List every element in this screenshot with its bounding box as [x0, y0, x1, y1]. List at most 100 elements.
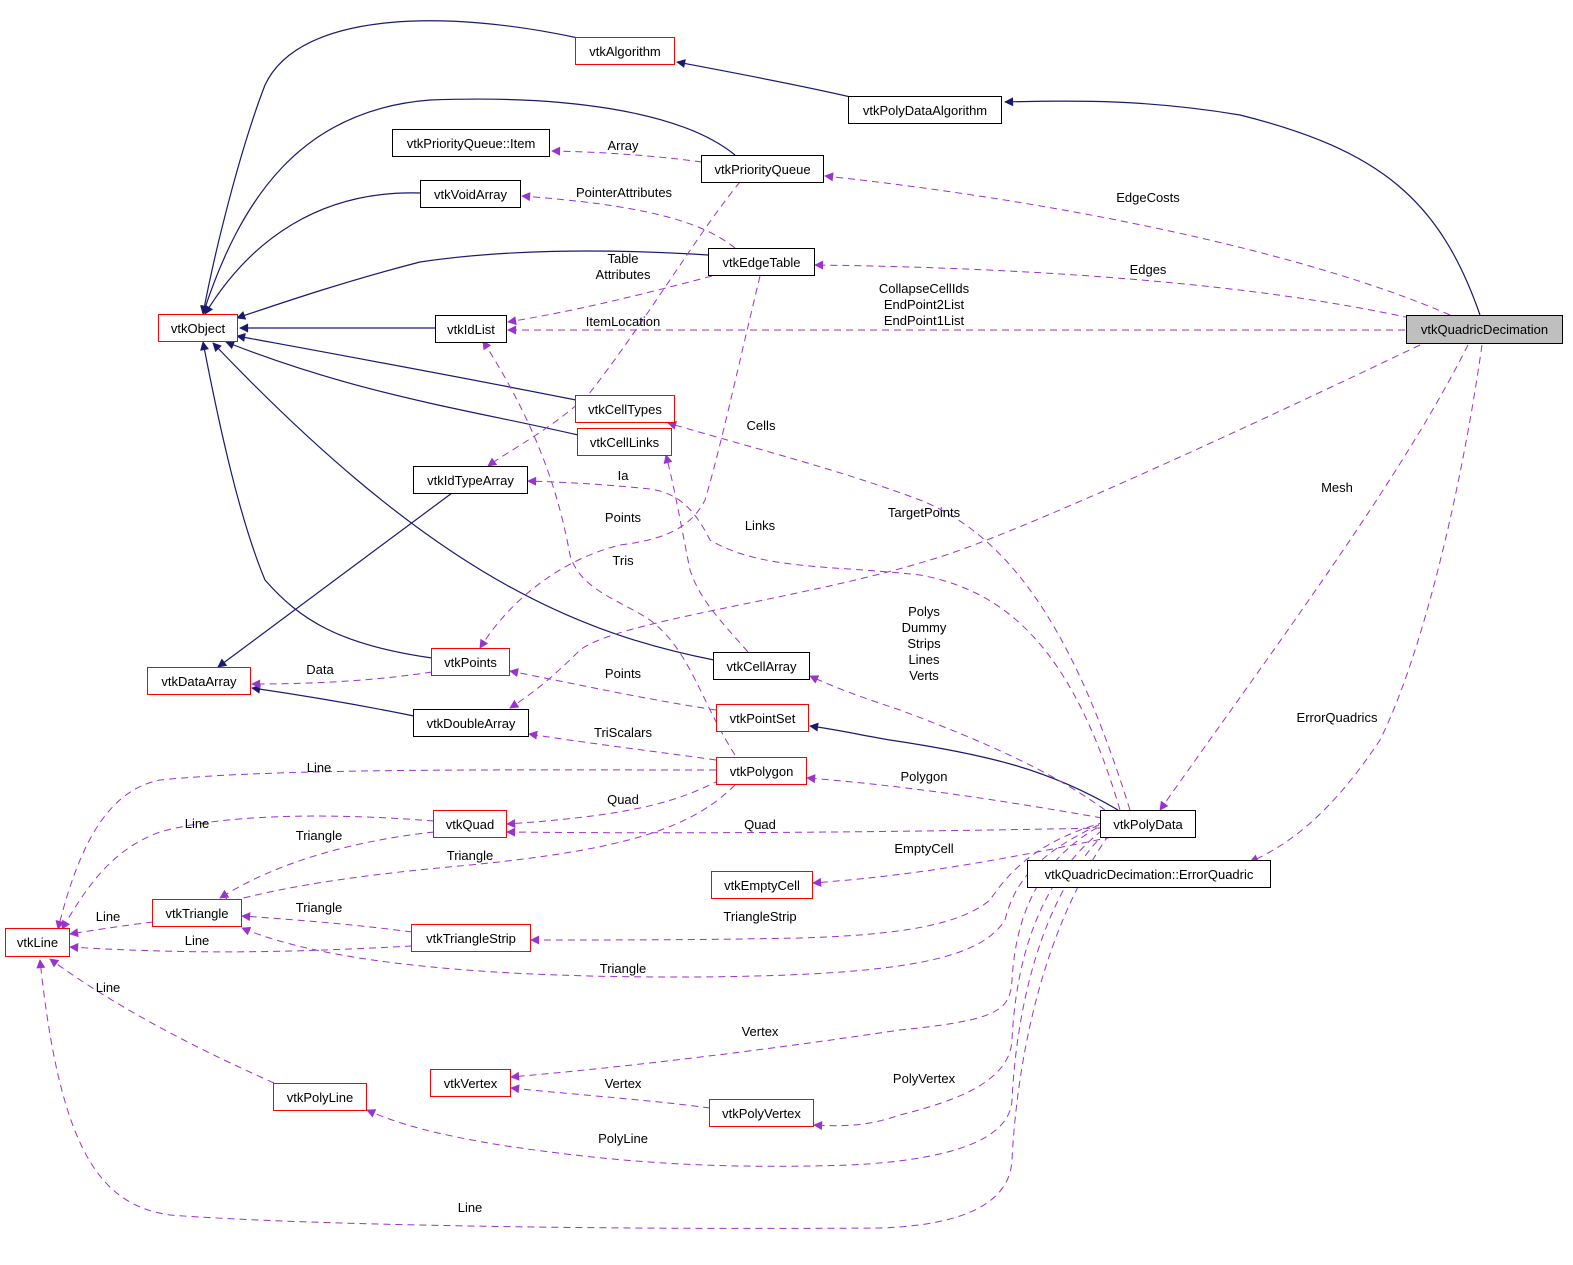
- node-label: vtkLine: [16, 935, 59, 950]
- edge-edge-to-void: [521, 192, 736, 249]
- node-vtk-triangle[interactable]: vtkTriangle: [152, 899, 242, 927]
- edge-label-triangle-2: Triangle: [446, 848, 494, 863]
- edge-cellarr-to-obj: [212, 342, 715, 661]
- node-label: vtkPolyVertex: [722, 1105, 801, 1121]
- node-label: vtkObject: [170, 320, 226, 336]
- edge-polydata-to-line: [36, 824, 1117, 1229]
- edge-polydata-to-empty: [812, 836, 1113, 887]
- node-vtk-priority-queue-item[interactable]: vtkPriorityQueue::Item: [392, 129, 550, 157]
- edge-tri-to-line: [69, 921, 154, 938]
- node-vtk-poly-vertex[interactable]: vtkPolyVertex: [709, 1099, 814, 1127]
- node-label: vtkPointSet: [729, 710, 796, 726]
- node-label: vtkAlgorithm: [589, 43, 661, 59]
- edge-tristrip-to-tri: [241, 912, 413, 933]
- edge-pq-to-obj: [201, 98, 736, 315]
- node-vtk-algorithm[interactable]: vtkAlgorithm: [575, 37, 675, 65]
- edge-edge-to-obj: [236, 250, 709, 320]
- edge-label-ia: Ia: [617, 468, 629, 483]
- node-vtk-void-array[interactable]: vtkVoidArray: [420, 180, 521, 208]
- node-vtk-poly-line[interactable]: vtkPolyLine: [273, 1083, 367, 1111]
- edge-polydata-to-vertex: [510, 821, 1109, 1081]
- edge-polydata-to-polyline: [366, 823, 1115, 1167]
- edge-pointset-to-points: [509, 668, 717, 711]
- edge-quad-to-tri: [219, 831, 435, 899]
- node-label: vtkVoidArray: [434, 186, 507, 202]
- edge-label-target-points: TargetPoints: [887, 505, 961, 520]
- edge-celllinks-to-obj: [225, 340, 579, 436]
- edge-label-line-top: Line: [306, 760, 332, 775]
- usage-edges: [36, 146, 1483, 1229]
- edge-label-quad-2: Quad: [744, 817, 776, 832]
- edge-qd-to-pda: [1004, 97, 1481, 316]
- node-label: vtkPolyData: [1113, 816, 1183, 832]
- edge-label-array: Array: [607, 138, 639, 153]
- edge-label-polygon: Polygon: [900, 769, 948, 784]
- edge-label-empty-cell: EmptyCell: [894, 841, 954, 856]
- node-label: vtkIdTypeArray: [427, 472, 514, 488]
- edge-polydata-to-tristrip: [530, 821, 1106, 945]
- node-label: vtkPriorityQueue: [714, 161, 811, 177]
- node-vtk-line[interactable]: vtkLine: [5, 928, 70, 957]
- edge-polygon-to-idlist: [482, 340, 736, 756]
- node-vtk-poly-data-algorithm[interactable]: vtkPolyDataAlgorithm: [848, 96, 1002, 124]
- edge-label-poly-line: PolyLine: [598, 1131, 648, 1146]
- edge-pq-to-pqitem: [551, 146, 703, 163]
- node-vtk-quad[interactable]: vtkQuad: [433, 810, 507, 838]
- edge-polydata-to-polyvertex: [813, 822, 1113, 1130]
- node-label: vtkDataArray: [161, 673, 237, 689]
- node-vtk-object[interactable]: vtkObject: [158, 314, 238, 342]
- edge-label-vertex-2: Vertex: [604, 1076, 642, 1091]
- node-vtk-cell-links[interactable]: vtkCellLinks: [577, 428, 672, 456]
- edge-label-poly-vertex: PolyVertex: [892, 1071, 956, 1086]
- node-vtk-poly-data[interactable]: vtkPolyData: [1100, 810, 1196, 838]
- node-vtk-points[interactable]: vtkPoints: [431, 648, 510, 676]
- edge-polydata-to-quad: [506, 827, 1103, 837]
- node-vtk-id-type-array[interactable]: vtkIdTypeArray: [413, 466, 528, 494]
- edge-label-tri-scalars: TriScalars: [593, 725, 653, 740]
- node-vtk-data-array[interactable]: vtkDataArray: [147, 667, 251, 695]
- node-vtk-edge-table[interactable]: vtkEdgeTable: [708, 248, 815, 276]
- edge-pda-to-algo: [676, 59, 856, 99]
- edge-polyline-to-line: [49, 958, 275, 1084]
- node-label: vtkQuad: [445, 816, 495, 832]
- edge-qd-to-pq: [824, 172, 1451, 316]
- edge-polygon-to-tri: [219, 784, 736, 907]
- edge-label-line-4: Line: [184, 933, 210, 948]
- edge-label-line-2: Line: [184, 816, 210, 831]
- edge-polygon-to-double: [528, 730, 717, 761]
- edge-label-triangle-strip: TriangleStrip: [723, 909, 797, 924]
- node-label: vtkIdList: [447, 321, 495, 337]
- node-vtk-cell-array[interactable]: vtkCellArray: [713, 652, 810, 680]
- edge-label-points-2: Points: [604, 666, 642, 681]
- node-label: vtkPolyLine: [286, 1089, 354, 1105]
- node-vtk-priority-queue[interactable]: vtkPriorityQueue: [701, 155, 824, 183]
- edge-label-line-3: Line: [95, 909, 121, 924]
- node-vtk-id-list[interactable]: vtkIdList: [435, 315, 507, 343]
- inheritance-edges: [200, 20, 1481, 811]
- node-vtk-point-set[interactable]: vtkPointSet: [716, 704, 809, 732]
- node-label: vtkPoints: [444, 654, 497, 670]
- edge-tristrip-to-line: [69, 943, 413, 953]
- edge-label-polys-dummy-strips: Polys Dummy Strips Lines Verts: [901, 604, 947, 683]
- node-vtk-polygon[interactable]: vtkPolygon: [716, 757, 807, 785]
- node-vtk-vertex[interactable]: vtkVertex: [430, 1069, 511, 1097]
- edge-label-triangle-3: Triangle: [295, 900, 343, 915]
- edge-label-item-location: ItemLocation: [585, 314, 661, 329]
- node-vtk-quadric-decimation[interactable]: vtkQuadricDecimation: [1406, 315, 1563, 344]
- edge-qd-to-errq: [1249, 344, 1483, 863]
- node-vtk-quadric-decimation-error-quadric[interactable]: vtkQuadricDecimation::ErrorQuadric: [1027, 860, 1271, 888]
- node-label: vtkTriangle: [165, 905, 229, 921]
- node-vtk-cell-types[interactable]: vtkCellTypes: [575, 395, 675, 423]
- edge-points-to-obj: [200, 341, 433, 659]
- node-label: vtkEmptyCell: [724, 877, 800, 893]
- edge-label-mesh: Mesh: [1321, 480, 1353, 495]
- node-vtk-double-array[interactable]: vtkDoubleArray: [413, 709, 529, 737]
- node-vtk-empty-cell[interactable]: vtkEmptyCell: [711, 871, 813, 899]
- edge-label-pointer-attributes: PointerAttributes: [575, 185, 673, 200]
- edge-polyvertex-to-vertex: [510, 1084, 711, 1109]
- node-label: vtkCellLinks: [589, 434, 660, 450]
- node-vtk-triangle-strip[interactable]: vtkTriangleStrip: [411, 924, 531, 952]
- edge-label-vertex: Vertex: [741, 1024, 779, 1039]
- edge-qd-to-double: [509, 344, 1421, 709]
